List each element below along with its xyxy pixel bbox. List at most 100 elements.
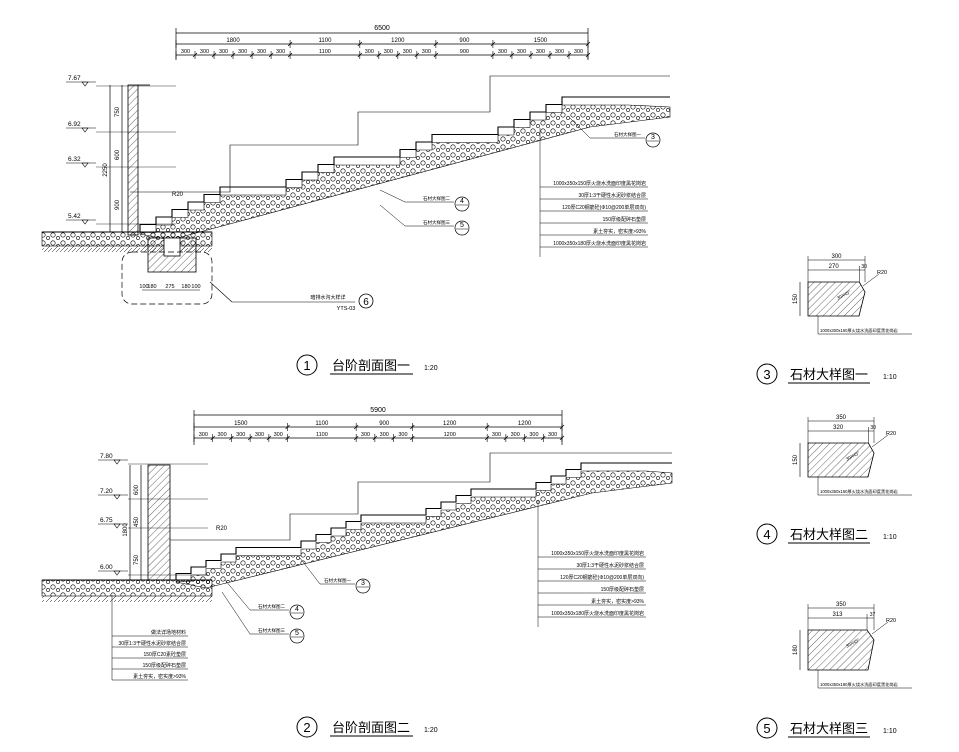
section-2-number: 2: [303, 720, 310, 735]
stone-bevel-width: 30: [870, 425, 876, 431]
stone-face-width: 320: [833, 425, 844, 431]
layer-note: 150厚级配碎石垫层: [603, 216, 646, 223]
callout-circle: [645, 132, 661, 148]
dimension-label: 300: [398, 432, 407, 438]
stone-note: 1000x350x180厚火烧水洗面印度黑花岗岩: [820, 681, 898, 688]
layer-note: 素土夯实，密实度>93%: [593, 228, 646, 235]
layer-note: 1000x350x180厚火烧水洗面印度黑花岗岩: [553, 240, 646, 247]
ground-layer-note: 素土夯实，密实度>93%: [133, 673, 186, 680]
callout-label: 石材大样图二: [423, 195, 450, 202]
dimension-label: 300: [236, 432, 245, 438]
section-1-scale: 1:20: [424, 365, 438, 372]
ground-layer-note: 150厚C20素砼垫层: [143, 651, 186, 658]
dimension-label: 300: [276, 49, 285, 55]
callout-number: 5: [460, 222, 464, 229]
dimension-label: 300: [422, 49, 431, 55]
stone-width: 350: [836, 415, 847, 421]
vertical-dim-2: 450: [134, 516, 140, 527]
detail-ref-circle: [358, 293, 374, 309]
elevation-label: 6.75: [100, 517, 113, 524]
stone-bevel: 30X45°: [845, 637, 861, 648]
dimension-label: 1200: [391, 38, 405, 44]
ground-layer-note: 30厚1:3干硬性水泥砂浆结合层: [118, 640, 186, 647]
stone-bevel-width: 37: [870, 612, 876, 618]
callout-label: 石材大样图一: [614, 131, 641, 138]
callout-number: 4: [460, 198, 464, 205]
layer-note: 1000x350x150厚火烧水洗面印度黑花岗岩: [553, 180, 646, 187]
detail-number-circle: [756, 523, 778, 545]
stone-radius: R20: [886, 618, 896, 624]
dimension-label: 1500: [234, 421, 248, 427]
callout-number: 5: [295, 630, 299, 637]
dimension-label: 300: [555, 49, 564, 55]
vertical-dim-2: 600: [115, 149, 121, 160]
callout-circle: [355, 578, 371, 594]
detail-number: 4: [763, 527, 770, 542]
detail-title: 石材大样图三: [790, 721, 868, 736]
vertical-dim-1: 600: [134, 484, 140, 495]
layer-note: 30厚1:3干硬性水泥砂浆结合层: [578, 192, 646, 199]
dimension-label: 900: [460, 49, 469, 55]
stone-profile: [807, 442, 875, 478]
elevation-label: 6.32: [68, 156, 81, 163]
layer-note: 30厚1:3干硬性水泥砂浆结合层: [576, 562, 644, 569]
dimension-label: 300: [274, 432, 283, 438]
stone-width: 350: [836, 602, 847, 608]
elevation-label: 6.00: [100, 564, 113, 571]
elevation-label: 7.80: [100, 453, 113, 460]
section-1-number: 1: [303, 358, 310, 373]
dimension-label: 300: [492, 432, 501, 438]
dimension-label: 1200: [518, 421, 532, 427]
drain-detail-boundary: [121, 251, 213, 305]
elevation-label: 5.42: [68, 213, 81, 220]
elevation-label: 7.67: [68, 75, 81, 82]
stair-profile: [86, 462, 672, 581]
stone-radius: R20: [886, 431, 896, 437]
retaining-wall: [127, 84, 139, 236]
detail-ref-label: 暗排水沟大样详: [310, 294, 345, 301]
detail-number: 3: [763, 367, 770, 382]
detail-title: 石材大样图一: [790, 367, 868, 382]
detail-ref-code: YTS-03: [337, 306, 356, 312]
retaining-wall: [147, 464, 171, 581]
drain-dim-0: 100: [139, 284, 148, 290]
dimension-label: 300: [255, 432, 264, 438]
drain-dim-3: 180: [181, 284, 190, 290]
section-2-number-circle: [296, 716, 318, 738]
layer-note: 120厚C20钢筋砼(Φ10@200单层双向): [560, 574, 644, 581]
gravel-base: [175, 470, 673, 589]
ground-layer-note: 150厚级配碎石垫层: [143, 662, 186, 669]
dimension-label: 300: [498, 49, 507, 55]
dimension-label: 300: [403, 49, 412, 55]
drain-dim-4: 100: [191, 284, 200, 290]
vertical-dim-total: 2250: [103, 163, 109, 177]
callout-label: 石材大样图三: [423, 219, 450, 226]
dimension-label: 300: [200, 49, 209, 55]
dimension-label: 300: [517, 49, 526, 55]
elevation-label: 7.20: [100, 488, 113, 495]
detail-number-circle: [756, 363, 778, 385]
dimension-label: 1100: [319, 49, 331, 55]
callout-circle: [289, 628, 305, 644]
dimension-label: 300: [529, 432, 538, 438]
dimension-label: 900: [459, 38, 470, 44]
dimension-label: 300: [384, 49, 393, 55]
ground-base: [41, 579, 213, 597]
stone-height: 180: [793, 644, 799, 655]
dimension-label: 300: [548, 432, 557, 438]
stone-height: 150: [793, 454, 799, 465]
dimension-label: 1800: [226, 38, 240, 44]
stone-bevel: 30X45°: [845, 450, 861, 461]
handrail-outline: [170, 452, 672, 541]
stone-height: 150: [793, 293, 799, 304]
stone-width: 300: [831, 254, 842, 260]
callout-number: 4: [295, 606, 299, 613]
vertical-dim-1: 750: [115, 106, 121, 117]
callout-label: 石材大样图二: [258, 603, 285, 610]
drain-dim-2: 275: [165, 284, 174, 290]
section-1-number-circle: [296, 354, 318, 376]
